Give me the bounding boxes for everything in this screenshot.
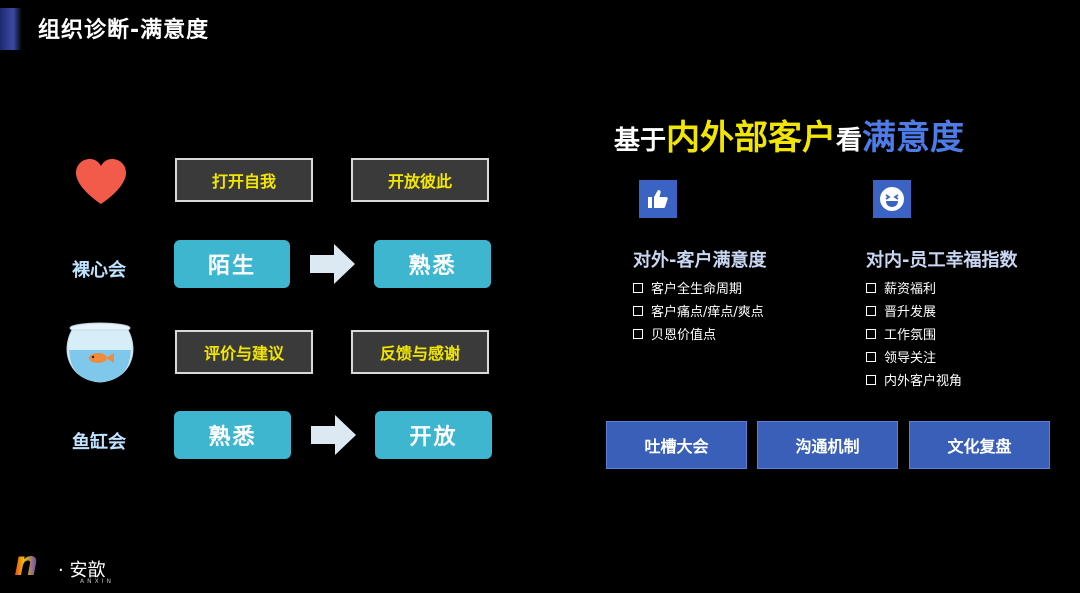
logo-mark: n — [14, 544, 39, 584]
list-item: 工作氛围 — [866, 322, 962, 345]
label-naked-heart-meeting: 裸心会 — [72, 260, 126, 281]
external-list: 客户全生命周期 客户痛点/痒点/爽点 贝恩价值点 — [633, 276, 764, 345]
arrow-right-icon — [311, 413, 357, 457]
list-item: 内外客户视角 — [866, 368, 962, 391]
checkbox-icon — [633, 305, 643, 316]
culture-review-button[interactable]: 文化复盘 — [909, 421, 1050, 469]
headline-highlight-1: 内外部客户 — [666, 118, 837, 158]
logo-subtext: ANXIN — [80, 578, 114, 585]
checkbox-icon — [866, 282, 876, 293]
internal-list: 薪资福利 晋升发展 工作氛围 领导关注 内外客户视角 — [866, 276, 962, 391]
communication-mechanism-button[interactable]: 沟通机制 — [757, 421, 898, 469]
checkbox-icon — [866, 305, 876, 316]
list-item: 晋升发展 — [866, 299, 962, 322]
label-fishbowl-meeting: 鱼缸会 — [72, 432, 126, 453]
fishbowl-icon — [64, 322, 136, 388]
checkbox-icon — [866, 351, 876, 362]
list-item: 客户全生命周期 — [633, 276, 764, 299]
tag-open-each-other: 开放彼此 — [351, 158, 489, 202]
headline: 基于内外部客户看满意度 — [614, 110, 964, 159]
stage-familiar-2: 熟悉 — [174, 411, 291, 459]
checkbox-icon — [633, 282, 643, 293]
list-item: 领导关注 — [866, 345, 962, 368]
list-item: 薪资福利 — [866, 276, 962, 299]
headline-highlight-2: 满意度 — [862, 118, 965, 158]
external-title: 对外-客户满意度 — [633, 250, 767, 271]
smile-face-icon — [873, 180, 911, 218]
complaint-meeting-button[interactable]: 吐槽大会 — [606, 421, 747, 469]
stage-open: 开放 — [375, 411, 492, 459]
checkbox-icon — [633, 328, 643, 339]
internal-title: 对内-员工幸福指数 — [866, 250, 1018, 271]
tag-feedback-thanks: 反馈与感谢 — [351, 330, 489, 374]
headline-middle: 看 — [836, 126, 863, 156]
list-item: 客户痛点/痒点/爽点 — [633, 299, 764, 322]
title-accent-bar — [0, 8, 22, 50]
page-title: 组织诊断-满意度 — [38, 18, 210, 43]
checkbox-icon — [866, 374, 876, 385]
arrow-right-icon — [310, 242, 356, 286]
list-item: 贝恩价值点 — [633, 322, 764, 345]
headline-prefix: 基于 — [614, 126, 667, 156]
tag-evaluation-suggestion: 评价与建议 — [175, 330, 313, 374]
tag-open-self: 打开自我 — [175, 158, 313, 202]
stage-stranger: 陌生 — [174, 240, 290, 288]
logo-text: · 安歆 — [58, 560, 106, 581]
heart-icon — [74, 158, 128, 210]
thumbs-up-icon — [639, 180, 677, 218]
stage-familiar: 熟悉 — [374, 240, 491, 288]
checkbox-icon — [866, 328, 876, 339]
